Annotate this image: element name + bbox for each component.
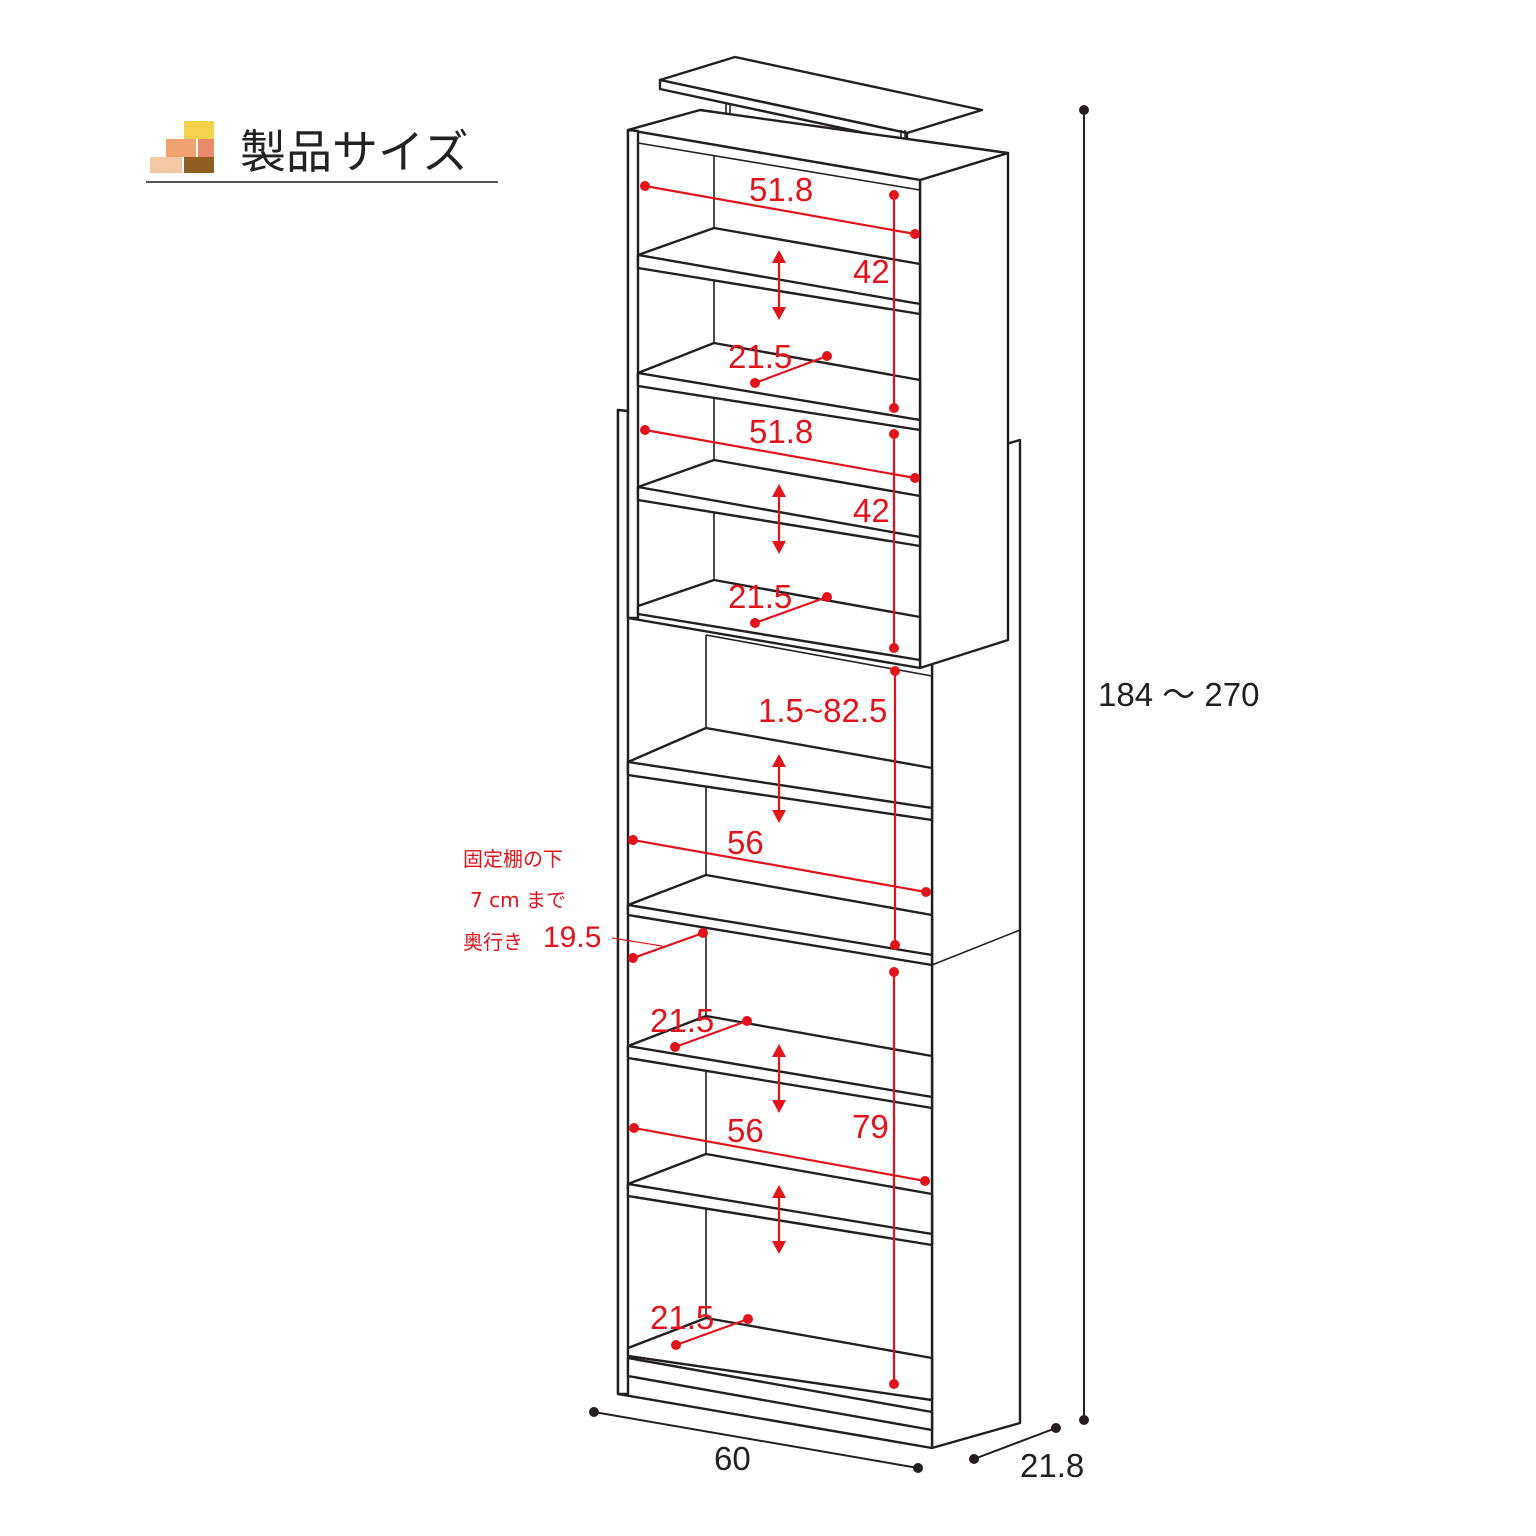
lower-dimension-marks: [629, 967, 930, 1389]
lower-height-label: 79: [852, 1108, 889, 1145]
middle-width-label: 56: [727, 824, 764, 861]
lower-width-label: 56: [727, 1112, 764, 1149]
upper-depth-label-1: 21.5: [728, 338, 792, 375]
lower-cabinet: [616, 408, 1022, 1450]
overall-dimension-marks: [589, 105, 1089, 1473]
upper-height-label-1: 42: [853, 253, 890, 290]
note-line-2: 7 cm まで: [470, 888, 566, 912]
extension-range-label: 1.5~82.5: [758, 692, 887, 729]
page-title: 製品サイズ: [240, 125, 469, 179]
lower-depth-label-1: 21.5: [650, 1002, 714, 1039]
total-width-label: 60: [714, 1440, 751, 1477]
note-line-3: 奥行き: [463, 930, 523, 954]
stacked-blocks-icon: [150, 121, 214, 173]
upper-width-label-1: 51.8: [749, 171, 813, 208]
note-line-1: 固定棚の下: [463, 847, 563, 871]
fixed-shelf-note: 固定棚の下 7 cm まで 奥行き 19.5: [463, 847, 601, 954]
middle-dimension-marks: [611, 666, 931, 963]
note-depth-value: 19.5: [543, 921, 601, 954]
lower-depth-label-2: 21.5: [650, 1299, 714, 1336]
upper-dimension-marks: [640, 181, 920, 653]
upper-width-label-2: 51.8: [749, 413, 813, 450]
total-height-label: 184 ～ 270: [1098, 676, 1259, 713]
total-depth-label: 21.8: [1020, 1447, 1084, 1484]
upper-depth-label-2: 21.5: [728, 578, 792, 615]
upper-height-label-2: 42: [853, 492, 890, 529]
